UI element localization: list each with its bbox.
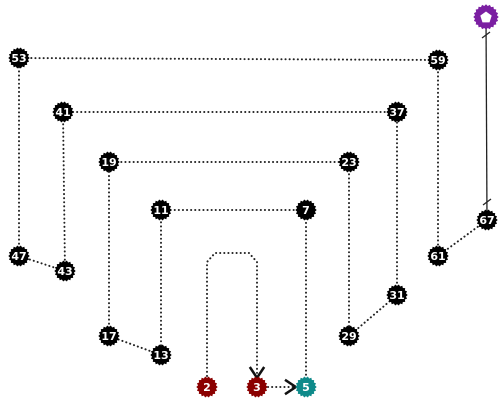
node-label: 67 [479, 214, 494, 227]
number-node-17[interactable]: 17 [98, 325, 120, 347]
node-circle [295, 376, 317, 398]
number-node-67[interactable]: 67 [476, 209, 498, 231]
number-node-37[interactable]: 37 [386, 101, 408, 123]
number-node-53[interactable]: 53 [8, 47, 30, 69]
link-n41-n43 [62, 111, 66, 272]
node-label: 47 [11, 250, 26, 263]
node-label: 43 [57, 265, 72, 278]
link-tick-mark [482, 198, 492, 206]
number-node-43[interactable]: 43 [54, 260, 76, 282]
node-label: 2 [203, 381, 211, 394]
node-label: 41 [55, 106, 70, 119]
node-label: 7 [302, 204, 310, 217]
node-label: 59 [430, 54, 445, 67]
number-node-59[interactable]: 59 [427, 49, 449, 71]
number-node-47[interactable]: 47 [8, 245, 30, 267]
node-label: 11 [153, 204, 168, 217]
node-circle [386, 284, 408, 306]
number-node-3[interactable]: 3 [246, 376, 268, 398]
node-label: 19 [101, 156, 116, 169]
node-circle [196, 376, 218, 398]
number-node-61[interactable]: 61 [427, 245, 449, 267]
node-label: 37 [389, 106, 404, 119]
goal-node[interactable] [473, 4, 499, 30]
node-circle [150, 344, 172, 366]
node-circle [386, 101, 408, 123]
node-label: 61 [430, 250, 445, 263]
node-label: 5 [302, 381, 310, 394]
node-label: 23 [341, 156, 356, 169]
node-label: 53 [11, 52, 26, 65]
links-layer [18, 16, 492, 396]
node-circle [246, 376, 268, 398]
number-node-19[interactable]: 19 [98, 151, 120, 173]
node-circle [98, 151, 120, 173]
number-node-31[interactable]: 31 [386, 284, 408, 306]
node-circle [52, 101, 74, 123]
link-n2-n3 [206, 252, 266, 381]
node-circle [54, 260, 76, 282]
node-label: 31 [389, 289, 404, 302]
number-node-7[interactable]: 7 [295, 199, 317, 221]
node-circle [427, 49, 449, 71]
node-circle [8, 245, 30, 267]
link-n53-n59 [18, 57, 439, 61]
number-node-23[interactable]: 23 [338, 151, 360, 173]
number-node-11[interactable]: 11 [150, 199, 172, 221]
node-circle [150, 199, 172, 221]
node-label: 17 [101, 330, 116, 343]
node-label: 13 [153, 349, 168, 362]
node-circle [338, 151, 360, 173]
node-label: 29 [341, 330, 356, 343]
number-node-29[interactable]: 29 [338, 325, 360, 347]
node-circle [8, 47, 30, 69]
node-circle [476, 209, 498, 231]
number-node-13[interactable]: 13 [150, 344, 172, 366]
pentagon-icon [480, 11, 492, 23]
node-circle [295, 199, 317, 221]
node-label: 3 [253, 381, 261, 394]
number-node-41[interactable]: 41 [52, 101, 74, 123]
link-tick-mark [481, 31, 491, 39]
node-circle [98, 325, 120, 347]
number-node-2[interactable]: 2 [196, 376, 218, 398]
node-circle [427, 245, 449, 267]
number-node-5[interactable]: 5 [295, 376, 317, 398]
node-circle [338, 325, 360, 347]
link-n67-goal [485, 16, 488, 221]
